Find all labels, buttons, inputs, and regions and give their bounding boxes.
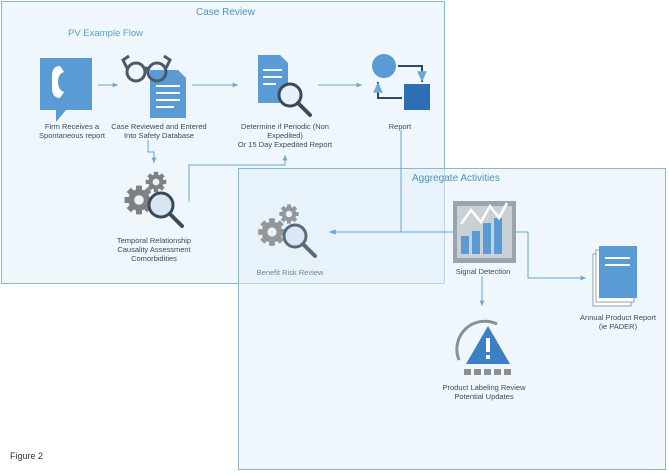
phone-chat-icon (40, 58, 92, 122)
flow-report-icon (372, 54, 430, 110)
warning-gauge-icon (455, 319, 511, 375)
node-signal-label: Signal Detection (455, 267, 511, 276)
chart-monitor-icon (453, 201, 516, 263)
arrow-case-to-temporal (147, 140, 157, 163)
arrow-report-to-benefit (329, 130, 402, 235)
gears-magnifier-icon (258, 204, 317, 258)
node-annual-label: Annual Product Report(ie PADER) (580, 313, 656, 331)
aggregate-activities-container (238, 168, 666, 470)
connectors (98, 82, 586, 306)
node-benefit-risk-label: Benefit Risk Review (256, 268, 324, 277)
glasses-document-icon (121, 54, 186, 118)
arrow-signal-to-annual (516, 231, 586, 281)
node-report-label: Report (388, 122, 412, 131)
aggregate-activities-title: Aggregate Activities (412, 173, 500, 184)
arrow-temporal-to-determine (188, 155, 288, 202)
pv-example-flow-subtitle: PV Example Flow (68, 28, 143, 39)
case-review-title: Case Review (196, 7, 255, 18)
gears-magnifier-icon (124, 171, 184, 228)
document-magnifier-icon (258, 55, 312, 117)
document-stack-icon (592, 246, 637, 307)
figure-caption: Figure 2 (10, 451, 44, 461)
